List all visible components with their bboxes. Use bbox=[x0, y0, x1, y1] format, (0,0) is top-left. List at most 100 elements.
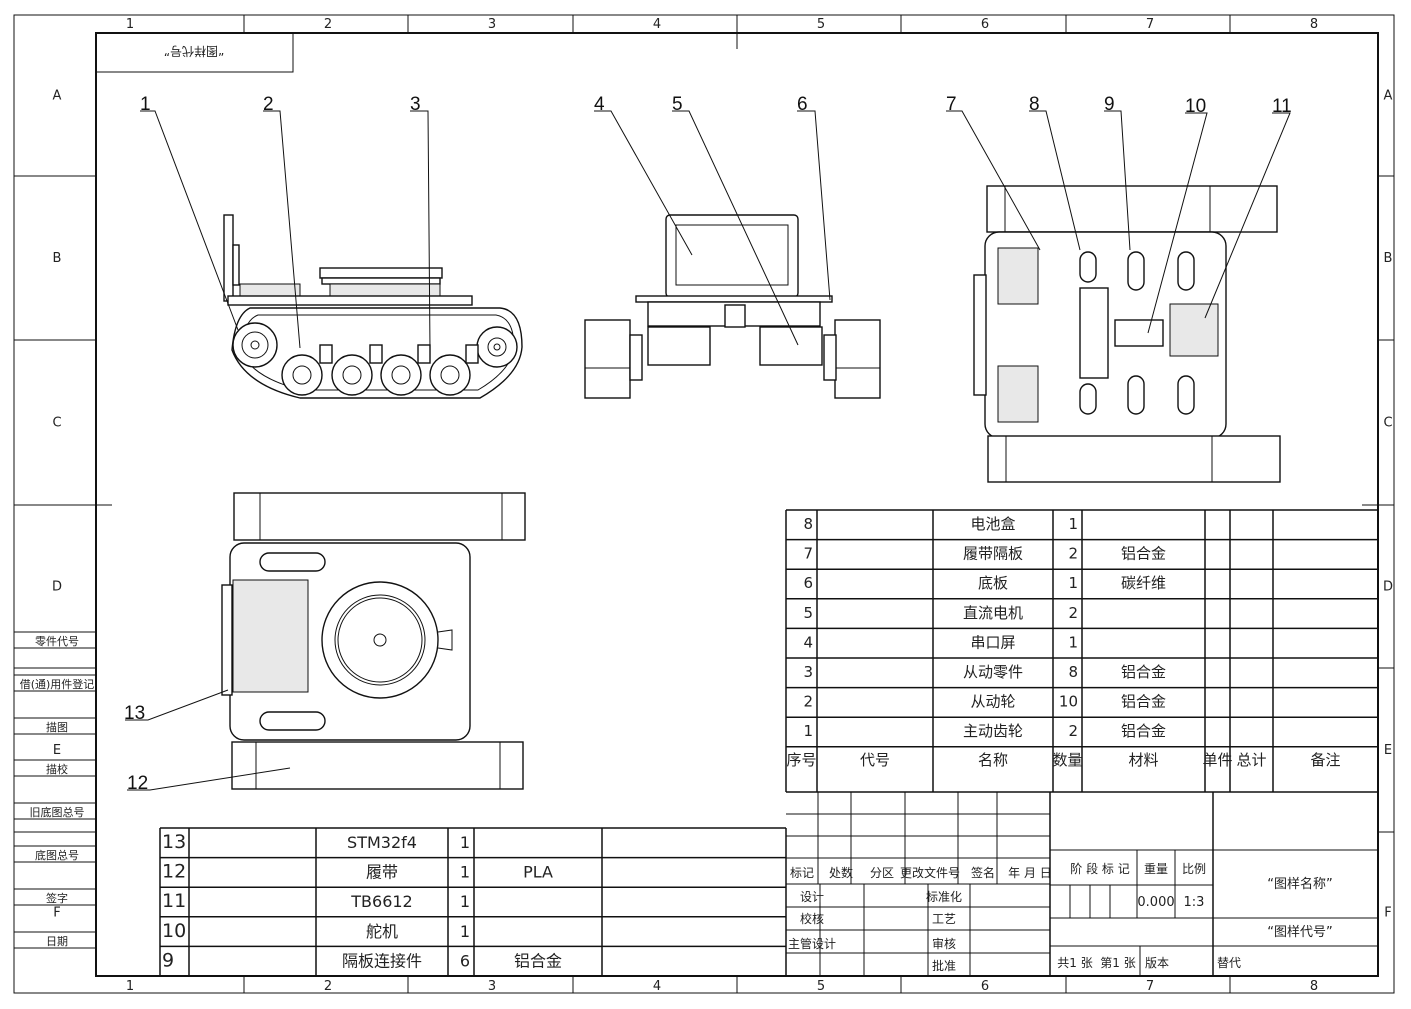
bom-extra-qty: 6 bbox=[460, 951, 470, 970]
mirrored-drawing-code-box: “图样代号” bbox=[95, 32, 294, 73]
bom-qty: 1 bbox=[1068, 574, 1078, 592]
balloon-12: 12 bbox=[127, 773, 148, 794]
zone-column-top: 8 bbox=[1310, 17, 1318, 32]
balloon-9: 9 bbox=[1104, 94, 1115, 115]
bom-qty: 1 bbox=[1068, 633, 1078, 651]
outer-border bbox=[13, 14, 1395, 994]
bom-qty: 8 bbox=[1068, 663, 1078, 681]
scale-label: 比例 bbox=[1182, 862, 1206, 876]
bom-header-material: 材料 bbox=[1128, 751, 1158, 769]
zone-row-left: B bbox=[53, 251, 62, 266]
zone-row-right: C bbox=[1383, 416, 1392, 431]
zone-column-bottom: 2 bbox=[324, 979, 332, 994]
bom-seq: 5 bbox=[803, 604, 813, 622]
zone-column-bottom: 5 bbox=[817, 979, 825, 994]
title-block: 标记处数分区更改文件号签名年 月 日设计标准化校核工艺主管设计审核批准阶 段 标… bbox=[786, 792, 1378, 976]
balloon-labels: 1 2 3 4 5 6 7 8 9 10 11 12 13 bbox=[124, 94, 1292, 794]
zone-column-top: 4 bbox=[653, 17, 661, 32]
bom-extra-name: STM32f4 bbox=[347, 833, 417, 852]
zone-row-right: F bbox=[1384, 906, 1391, 921]
bom-extra-seq: 10 bbox=[162, 920, 186, 942]
signature-role-label: 校核 bbox=[800, 911, 824, 926]
bom-extra-material: PLA bbox=[523, 863, 553, 882]
zone-column-top: 7 bbox=[1146, 17, 1154, 32]
bom-extra-seq: 12 bbox=[162, 861, 186, 883]
weight-value: 0.000 bbox=[1137, 895, 1174, 910]
balloon-10: 10 bbox=[1185, 96, 1206, 117]
bom-extra-qty: 1 bbox=[460, 833, 470, 852]
bom-extra-seq: 9 bbox=[162, 949, 174, 971]
balloon-4: 4 bbox=[594, 94, 605, 115]
bom-extra-qty: 1 bbox=[460, 863, 470, 882]
zone-column-top: 2 bbox=[324, 17, 332, 32]
bom-qty: 2 bbox=[1068, 604, 1078, 622]
change-header-label: 标记 bbox=[790, 866, 814, 880]
zone-column-top: 6 bbox=[981, 17, 989, 32]
bom-extra-qty: 1 bbox=[460, 892, 470, 911]
zone-row-right: E bbox=[1384, 743, 1392, 758]
change-header-label: 分区 bbox=[870, 866, 894, 880]
bom-header-qty: 数量 bbox=[1052, 751, 1082, 769]
bom-seq: 1 bbox=[803, 722, 813, 740]
bom-seq: 4 bbox=[803, 633, 813, 651]
side-panel-label: 描校 bbox=[46, 762, 68, 776]
bom-name: 从动轮 bbox=[970, 693, 1015, 711]
bom-name: 主动齿轮 bbox=[963, 722, 1023, 740]
bom-header-seq: 序号 bbox=[786, 751, 816, 769]
zone-column-bottom: 3 bbox=[488, 979, 496, 994]
zone-row-left: A bbox=[53, 89, 62, 104]
bom-material: 铝合金 bbox=[1121, 693, 1166, 711]
version-label: 版本 bbox=[1145, 956, 1169, 970]
balloon-11: 11 bbox=[1272, 96, 1292, 117]
zone-row-left: C bbox=[52, 416, 61, 431]
sheets-total: 共1 张 bbox=[1057, 956, 1092, 970]
zone-row-left: D bbox=[52, 580, 62, 595]
zone-column-top: 1 bbox=[126, 17, 134, 32]
bom-seq: 7 bbox=[803, 545, 813, 563]
zone-column-bottom: 4 bbox=[653, 979, 661, 994]
stage-label: 阶 段 标 记 bbox=[1070, 861, 1129, 876]
bom-qty: 10 bbox=[1059, 693, 1078, 711]
signature-role-label: 设计 bbox=[800, 890, 824, 904]
bom-extra-name: 履带 bbox=[366, 863, 398, 882]
scale-value: 1:3 bbox=[1184, 895, 1205, 910]
side-panel-label: 旧底图总号 bbox=[30, 805, 85, 819]
bom-extra-qty: 1 bbox=[460, 922, 470, 941]
bom-seq: 3 bbox=[803, 663, 813, 681]
change-header-label: 签名 bbox=[971, 865, 995, 880]
zone-column-top: 5 bbox=[817, 17, 825, 32]
bom-qty: 1 bbox=[1068, 515, 1078, 533]
change-header-label: 年 月 日 bbox=[1008, 866, 1052, 880]
weight-label: 重量 bbox=[1144, 862, 1168, 876]
zone-row-left: F bbox=[53, 906, 60, 921]
top-view-right bbox=[973, 185, 1281, 483]
balloon-6: 6 bbox=[797, 94, 808, 115]
balloon-1: 1 bbox=[140, 94, 151, 115]
bom-header-total: 总计 bbox=[1236, 751, 1266, 769]
bom-name: 直流电机 bbox=[963, 604, 1023, 622]
zone-row-left: E bbox=[53, 743, 61, 758]
side-panel-label: 借(通)用件登记 bbox=[20, 677, 95, 691]
bom-name: 履带隔板 bbox=[963, 545, 1023, 563]
side-panel-label: 日期 bbox=[46, 935, 68, 948]
bom-header-note: 备注 bbox=[1310, 751, 1340, 769]
bom-name: 串口屏 bbox=[970, 633, 1015, 651]
bom-seq: 2 bbox=[803, 693, 813, 711]
signature-role-label: 主管设计 bbox=[788, 936, 836, 951]
zone-column-top: 3 bbox=[488, 17, 496, 32]
mirrored-drawing-code: “图样代号” bbox=[164, 44, 224, 59]
bom-material: 铝合金 bbox=[1121, 722, 1166, 740]
bom-header-name: 名称 bbox=[978, 751, 1008, 769]
bom-seq: 6 bbox=[803, 574, 813, 592]
approval-role-label: 标准化 bbox=[926, 890, 962, 904]
approval-role-label: 工艺 bbox=[932, 912, 956, 926]
balloon-8: 8 bbox=[1029, 94, 1040, 115]
zone-row-right: A bbox=[1384, 89, 1393, 104]
side-panel-label: 描图 bbox=[46, 720, 68, 734]
bom-material: 铝合金 bbox=[1121, 545, 1166, 563]
zone-row-right: B bbox=[1384, 251, 1393, 266]
leader-lines bbox=[125, 110, 1291, 791]
